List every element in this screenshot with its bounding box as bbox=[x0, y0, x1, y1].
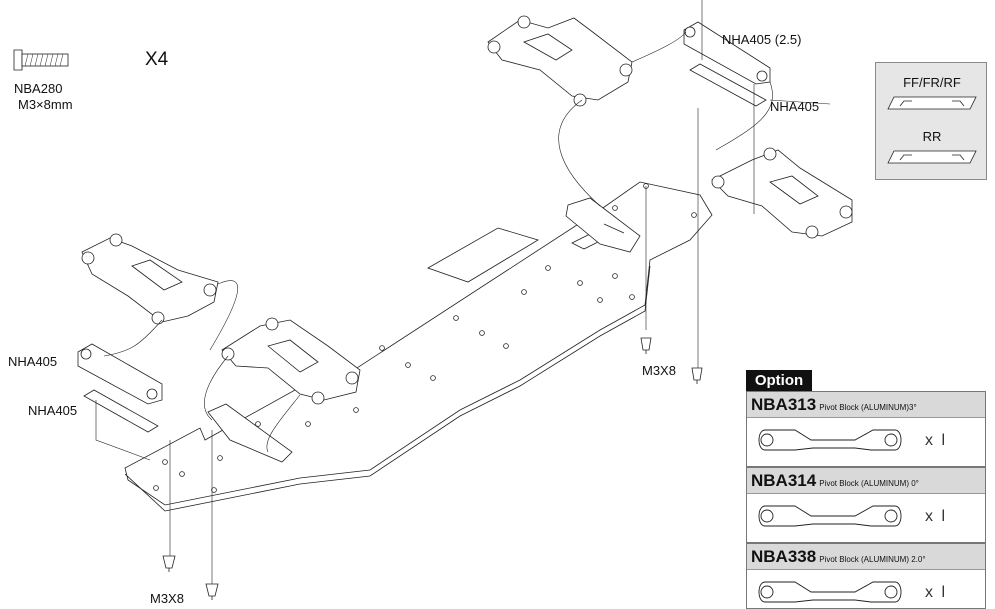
option-qty: x l bbox=[925, 432, 947, 449]
option-code: NBA313 bbox=[751, 395, 817, 414]
top-shim bbox=[689, 63, 767, 107]
option-tag: Option bbox=[746, 370, 812, 391]
option-code: NBA314 bbox=[751, 471, 817, 490]
shim-front-icon bbox=[887, 96, 977, 110]
option-code: NBA338 bbox=[751, 547, 817, 566]
battery-cutout bbox=[427, 227, 539, 283]
front-pivot-block bbox=[565, 197, 641, 253]
pivot-block-icon bbox=[758, 429, 902, 451]
shim-label-front: FF/FR/RF bbox=[903, 75, 961, 90]
option-qty: x l bbox=[925, 584, 947, 601]
screw-m3x8-right bbox=[640, 337, 703, 384]
shim-rear-icon bbox=[887, 150, 977, 164]
screw-quantity: X4 bbox=[145, 49, 169, 70]
option-desc: Pivot Block (ALUMINUM)3° bbox=[819, 403, 917, 412]
label-left-pivot: NHA405 bbox=[8, 354, 58, 369]
pivot-block-icon bbox=[758, 581, 902, 603]
suspension-arm-top bbox=[487, 15, 633, 107]
suspension-arm-left bbox=[81, 233, 219, 325]
option-qty: x l bbox=[925, 508, 947, 525]
left-pivot-bar bbox=[77, 343, 163, 405]
suspension-arm-center bbox=[221, 317, 361, 405]
label-screw-right: M3X8 bbox=[642, 363, 676, 378]
suspension-arm-right bbox=[711, 147, 853, 239]
screw-part-number: NBA280 bbox=[14, 81, 63, 96]
shim-label-rear: RR bbox=[922, 129, 942, 144]
shim-orientation-inset: FF/FR/RF RR bbox=[875, 62, 987, 180]
countersunk-screw-icon bbox=[13, 49, 69, 71]
label-top-pivot: NHA405 (2.5) bbox=[722, 32, 802, 47]
left-shim bbox=[83, 389, 159, 433]
screw-m3x8-left bbox=[162, 555, 219, 600]
screw-size: M3×8mm bbox=[18, 97, 73, 112]
label-left-shim: NHA405 bbox=[28, 403, 78, 418]
label-top-shim: NHA405 bbox=[770, 99, 820, 114]
label-screw-left: M3X8 bbox=[150, 591, 184, 606]
rear-pivot-block bbox=[207, 403, 293, 463]
option-desc: Pivot Block (ALUMINUM) 2.0° bbox=[819, 555, 926, 564]
option-desc: Pivot Block (ALUMINUM) 0° bbox=[819, 479, 919, 488]
plate-holes bbox=[153, 183, 697, 493]
pivot-block-icon bbox=[758, 505, 902, 527]
